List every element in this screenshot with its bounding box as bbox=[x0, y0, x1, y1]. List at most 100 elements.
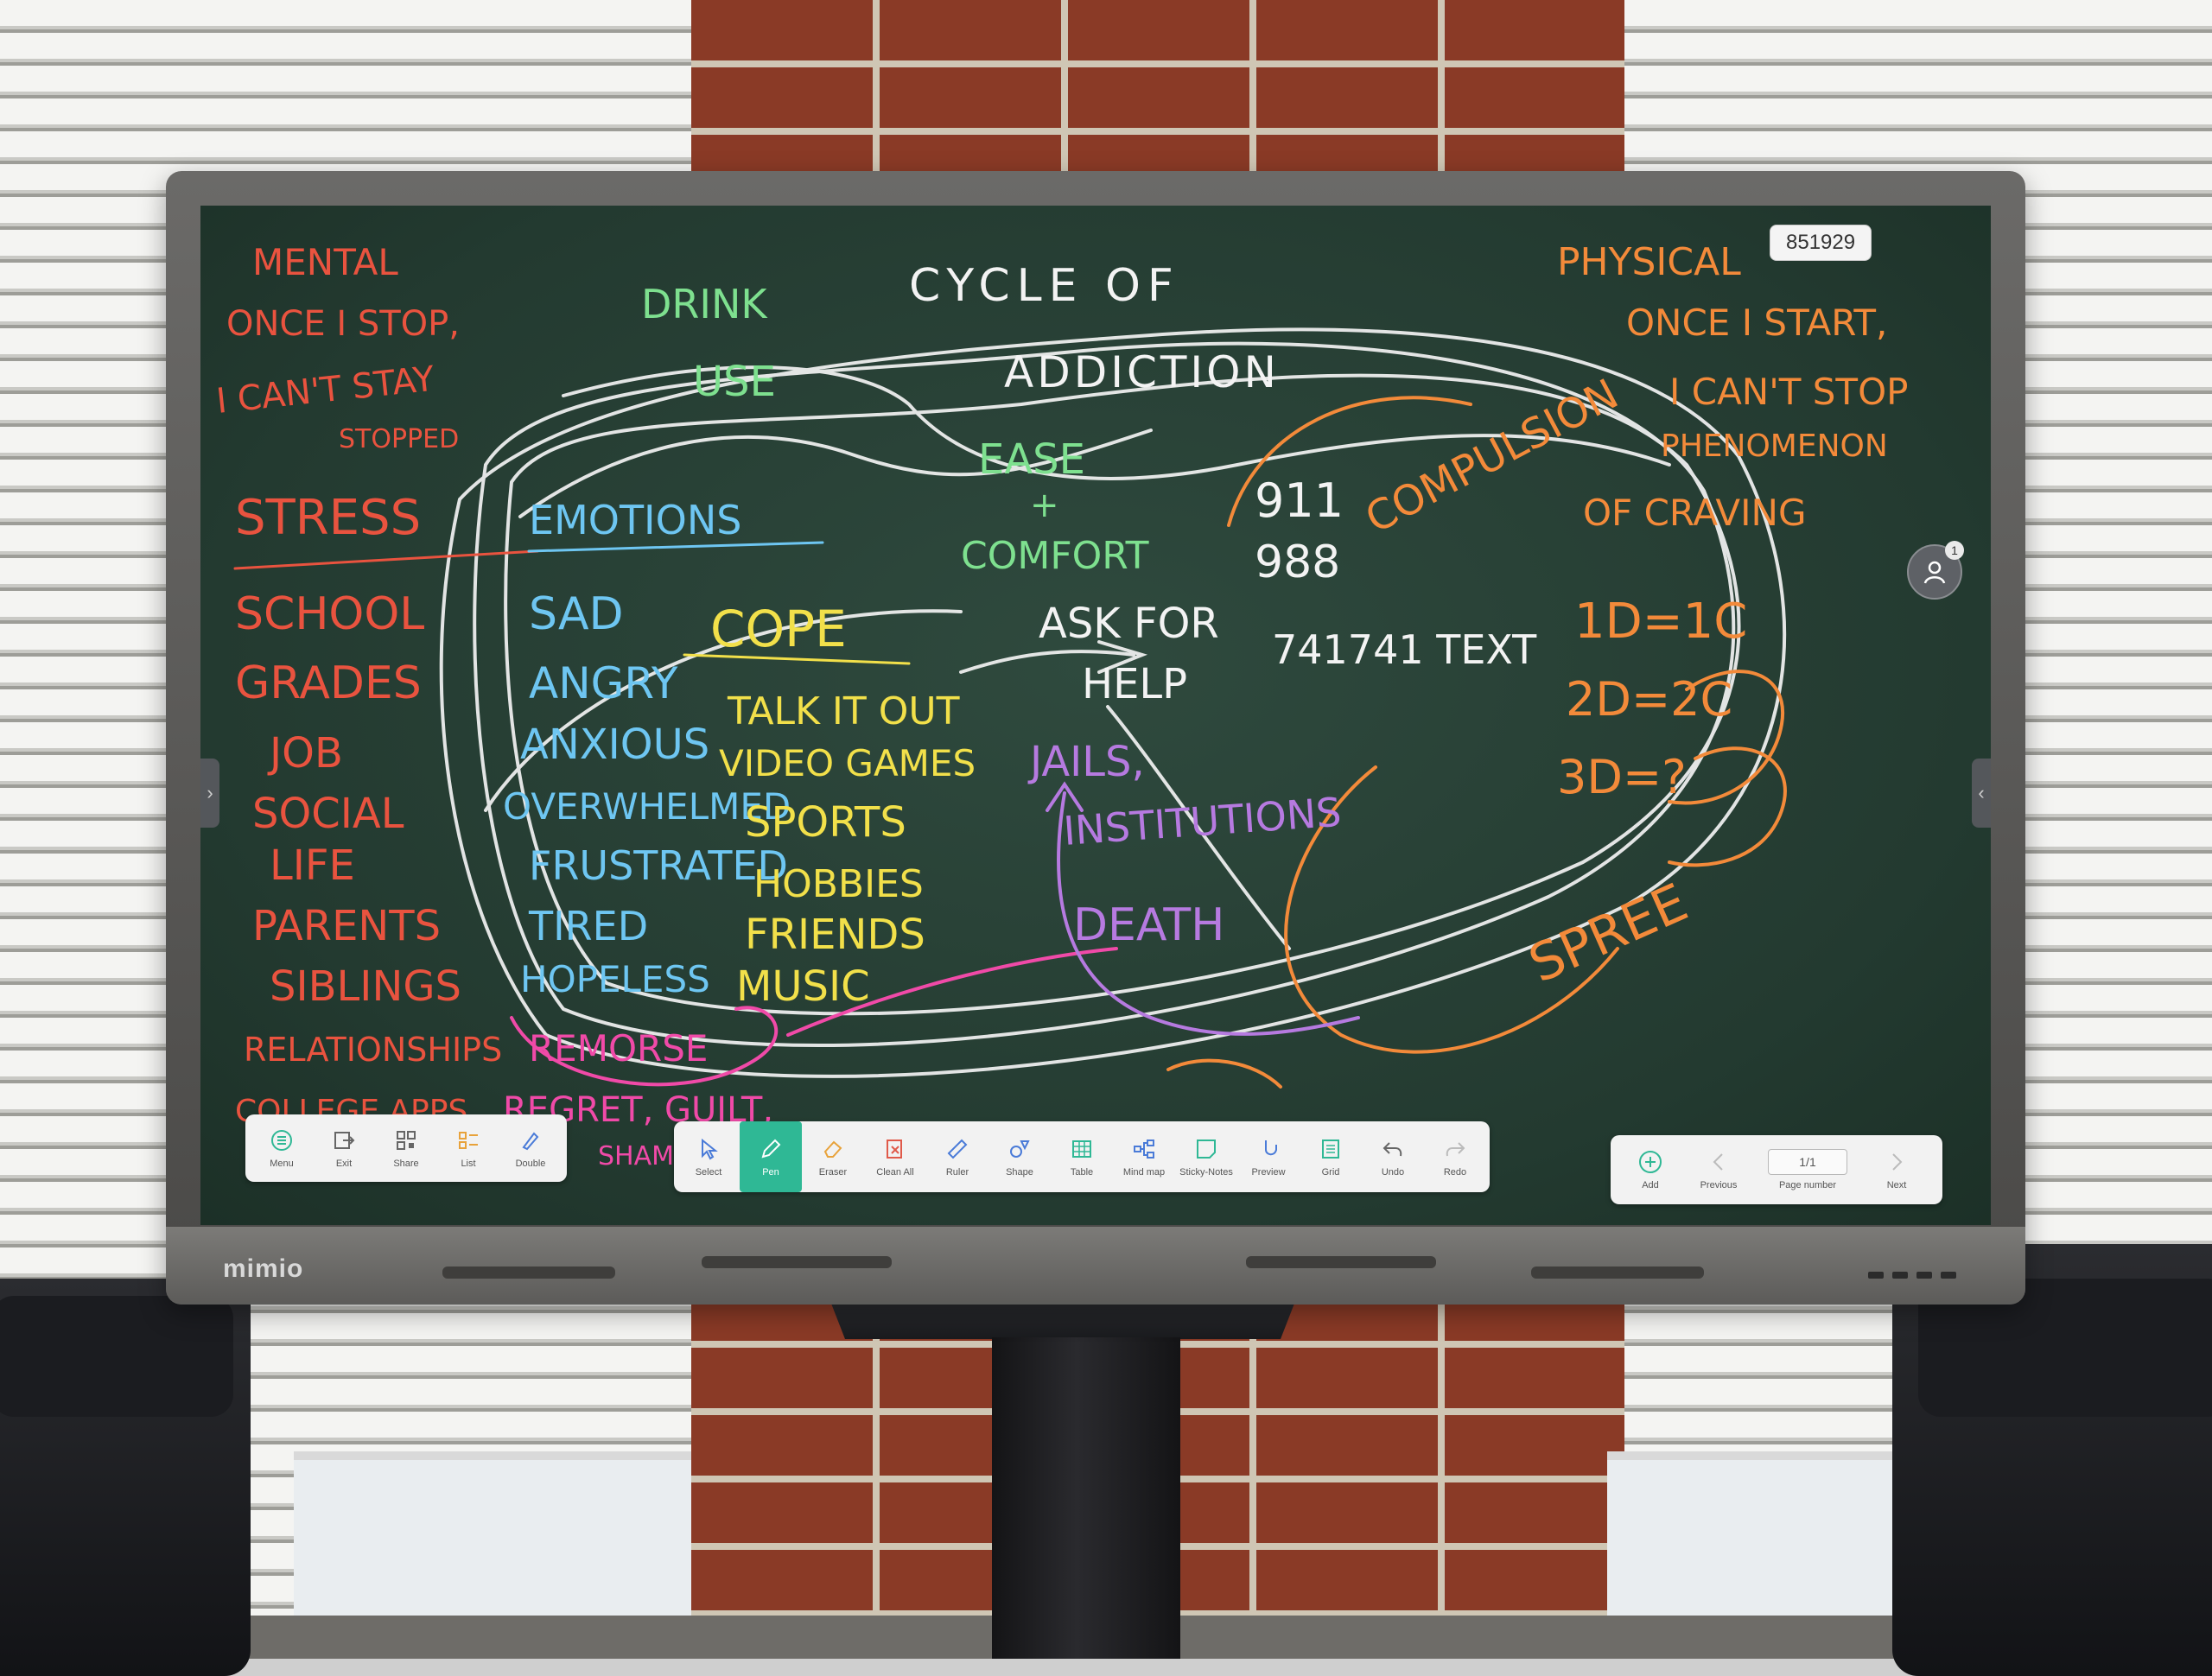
brand-logo: mimio bbox=[223, 1254, 304, 1283]
user-icon bbox=[1923, 561, 1946, 584]
physical-line-2: ONCE I START, bbox=[1626, 302, 1887, 344]
pen-tool-button[interactable]: Pen bbox=[740, 1121, 802, 1192]
sticky-notes-button[interactable]: Sticky-Notes bbox=[1175, 1121, 1237, 1192]
emotion-frustrated: FRUSTRATED bbox=[529, 842, 788, 889]
mind-map-icon bbox=[1134, 1140, 1154, 1159]
page-number-field[interactable]: 1/1 bbox=[1768, 1149, 1847, 1175]
jails-arrow bbox=[1046, 781, 1360, 1036]
chevron-right-icon: › bbox=[207, 782, 213, 803]
mental-line-1: MENTAL bbox=[252, 241, 398, 283]
days-1: 1D=1C bbox=[1574, 594, 1747, 650]
remorse-label: REMORSE bbox=[529, 1027, 708, 1070]
death-label: DEATH bbox=[1073, 899, 1224, 951]
grid-icon bbox=[1322, 1140, 1339, 1159]
clean-all-button[interactable]: Clean All bbox=[864, 1121, 926, 1192]
handwriting-layer: MENTAL ONCE I STOP, I CAN'T STAY STOPPED… bbox=[214, 240, 1908, 1171]
table-icon bbox=[1072, 1140, 1091, 1158]
sticky-note-icon bbox=[1197, 1140, 1216, 1159]
front-ports bbox=[1868, 1272, 1956, 1279]
list-button[interactable]: List bbox=[437, 1114, 499, 1182]
plus-label: + bbox=[1030, 486, 1059, 525]
next-page-button[interactable]: Next bbox=[1859, 1135, 1934, 1204]
eraser-tool-button[interactable]: Eraser bbox=[802, 1121, 864, 1192]
clean-all-icon bbox=[887, 1140, 902, 1159]
mental-line-4: STOPPED bbox=[339, 424, 459, 454]
stressor-school: SCHOOL bbox=[235, 588, 424, 640]
ask-for-label: ASK FOR bbox=[1039, 600, 1219, 648]
page-number-selector[interactable]: 1/1 Page number bbox=[1756, 1135, 1859, 1204]
double-button[interactable]: Double bbox=[499, 1114, 562, 1182]
cope-music: MUSIC bbox=[736, 962, 870, 1011]
emotion-tired: TIRED bbox=[528, 903, 648, 949]
participants-button[interactable]: 1 bbox=[1907, 541, 1964, 600]
stressor-relationships: RELATIONSHIPS bbox=[244, 1031, 502, 1069]
spree-label: SPREE bbox=[1521, 873, 1697, 995]
chevron-right-icon bbox=[1892, 1153, 1903, 1171]
emotion-anxious: ANXIOUS bbox=[520, 721, 709, 769]
cope-friends: FRIENDS bbox=[745, 911, 925, 959]
window-glass-left bbox=[294, 1451, 691, 1633]
session-code-badge: 851929 bbox=[1770, 225, 1872, 261]
add-icon bbox=[1639, 1151, 1662, 1173]
cope-title: COPE bbox=[710, 600, 847, 658]
exit-icon bbox=[334, 1132, 355, 1149]
interactive-display: mimio bbox=[166, 171, 2025, 1305]
cope-hobbies: HOBBIES bbox=[753, 862, 924, 906]
redo-icon bbox=[1446, 1142, 1465, 1157]
shape-tool-button[interactable]: Shape bbox=[988, 1121, 1051, 1192]
physical-line-3: I CAN'T STOP bbox=[1669, 371, 1908, 413]
cycle-loops bbox=[439, 327, 1787, 1078]
emotion-angry: ANGRY bbox=[529, 658, 678, 708]
cope-talk-it-out: TALK IT OUT bbox=[727, 689, 960, 733]
exit-button[interactable]: Exit bbox=[313, 1114, 375, 1182]
ruler-tool-button[interactable]: Ruler bbox=[926, 1121, 988, 1192]
stressor-job: JOB bbox=[267, 729, 343, 778]
hotline-text: 741741 TEXT bbox=[1272, 626, 1537, 673]
grid-button[interactable]: Grid bbox=[1300, 1121, 1362, 1192]
preview-icon bbox=[1265, 1140, 1277, 1156]
select-tool-button[interactable]: Select bbox=[677, 1121, 740, 1192]
jails-label: JAILS, bbox=[1027, 738, 1145, 786]
undo-button[interactable]: Undo bbox=[1362, 1121, 1424, 1192]
preview-button[interactable]: Preview bbox=[1237, 1121, 1300, 1192]
mind-map-tool-button[interactable]: Mind map bbox=[1113, 1121, 1175, 1192]
double-pen-icon bbox=[522, 1132, 539, 1151]
cope-sports: SPORTS bbox=[745, 798, 906, 847]
title-line-2: ADDICTION bbox=[1004, 347, 1280, 397]
institutions-label: INSTITUTIONS bbox=[1062, 789, 1343, 854]
cursor-icon bbox=[702, 1138, 718, 1160]
stress-label: STRESS bbox=[235, 490, 421, 546]
ease-label: EASE bbox=[978, 435, 1085, 484]
hotline-911: 911 bbox=[1255, 473, 1344, 528]
display-bezel: mimio bbox=[166, 1227, 2025, 1305]
eraser-icon bbox=[823, 1140, 842, 1158]
previous-page-button[interactable]: Previous bbox=[1681, 1135, 1756, 1204]
toolbar-center: Select Pen Eraser Clean All Ruler Shape bbox=[674, 1121, 1490, 1192]
left-panel-toggle[interactable]: › bbox=[200, 759, 219, 828]
chevron-left-icon bbox=[1713, 1153, 1723, 1171]
chair-right bbox=[1892, 1244, 2212, 1676]
stressor-social: SOCIAL bbox=[252, 790, 404, 838]
handwritten-text: MENTAL ONCE I STOP, I CAN'T STAY STOPPED… bbox=[214, 240, 1908, 1171]
share-button[interactable]: Share bbox=[375, 1114, 437, 1182]
emotion-sad: SAD bbox=[529, 588, 624, 640]
right-panel-toggle[interactable]: ‹ bbox=[1972, 759, 1991, 828]
qr-share-icon bbox=[397, 1131, 416, 1150]
add-page-button[interactable]: Add bbox=[1619, 1135, 1681, 1204]
hotline-988: 988 bbox=[1255, 536, 1340, 588]
list-icon bbox=[459, 1132, 478, 1149]
menu-button[interactable]: Menu bbox=[251, 1114, 313, 1182]
toolbar-left: Menu Exit Share List Double bbox=[245, 1114, 567, 1182]
whiteboard-canvas[interactable]: MENTAL ONCE I STOP, I CAN'T STAY STOPPED… bbox=[200, 206, 1991, 1225]
mental-line-3: I CAN'T STAY bbox=[214, 359, 436, 422]
window-glass-right bbox=[1607, 1451, 1892, 1633]
stressor-parents: PARENTS bbox=[252, 902, 441, 950]
emotion-overwhelmed: OVERWHELMED bbox=[503, 785, 791, 828]
days-3: 3D=? bbox=[1557, 750, 1687, 804]
physical-line-4: PHENOMENON bbox=[1661, 429, 1888, 464]
stand-pole bbox=[992, 1337, 1180, 1659]
cope-video-games: VIDEO GAMES bbox=[719, 742, 976, 784]
redo-button[interactable]: Redo bbox=[1424, 1121, 1486, 1192]
table-tool-button[interactable]: Table bbox=[1051, 1121, 1113, 1192]
section-underlines bbox=[233, 541, 911, 665]
